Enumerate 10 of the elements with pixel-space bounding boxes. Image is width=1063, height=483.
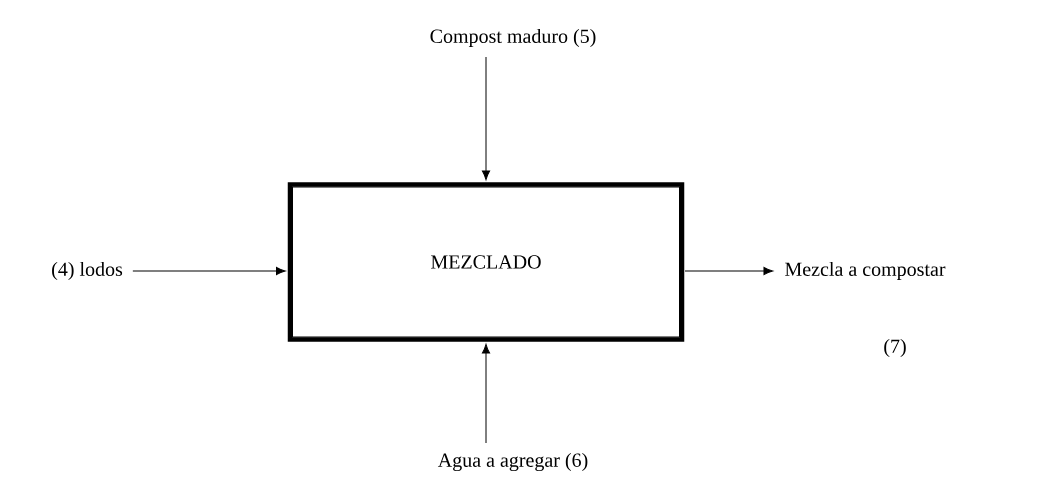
- flow-number: (7): [884, 338, 906, 358]
- flow-label: Compost maduro (5): [430, 28, 596, 48]
- flow-label: Mezcla a compostar: [785, 261, 946, 281]
- arrow: [481, 56, 491, 181]
- arrow: [481, 343, 491, 444]
- arrow: [684, 266, 774, 276]
- process-box: MEZCLADO: [287, 182, 685, 342]
- flow-label: (4) lodos: [52, 261, 123, 281]
- flow-label: Agua a agregar (6): [437, 452, 588, 472]
- arrow: [132, 266, 286, 276]
